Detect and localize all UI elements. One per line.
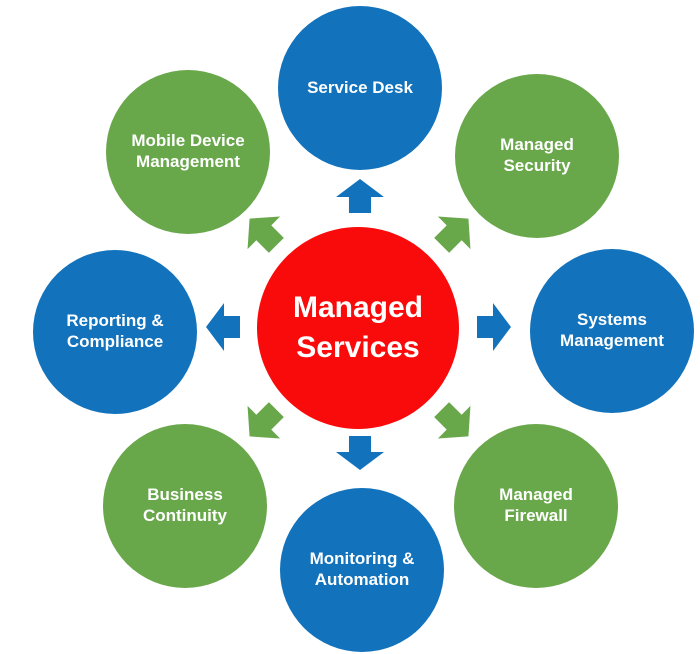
left-arrow-icon (206, 303, 240, 351)
node-label: Systems Management (560, 310, 664, 350)
up-arrow-icon (336, 179, 384, 213)
node-label: Managed Security (500, 135, 574, 175)
node-label: Monitoring & Automation (309, 549, 415, 589)
right-arrow-icon (477, 303, 511, 351)
node-label: Business Continuity (142, 485, 228, 525)
center-node-managed-services: Managed Services (257, 227, 459, 429)
node-managed-security: Managed Security (455, 74, 619, 238)
center-node-label: Managed Services (292, 291, 424, 364)
node-monitoring-automation: Monitoring & Automation (280, 488, 444, 652)
node-service-desk: Service Desk (278, 6, 442, 170)
node-reporting-compliance: Reporting & Compliance (33, 250, 197, 414)
node-systems-management: Systems Management (530, 249, 694, 413)
node-label: Service Desk (307, 77, 413, 97)
node-label: Managed Firewall (499, 485, 573, 525)
down-right-arrow-icon (425, 393, 484, 452)
node-mobile-device-management: Mobile Device Management (106, 70, 270, 234)
node-label: Mobile Device Management (131, 131, 245, 171)
down-arrow-icon (336, 436, 384, 470)
node-business-continuity: Business Continuity (103, 424, 267, 588)
node-managed-firewall: Managed Firewall (454, 424, 618, 588)
down-left-arrow-icon (233, 393, 292, 452)
node-label: Reporting & Compliance (66, 311, 164, 351)
